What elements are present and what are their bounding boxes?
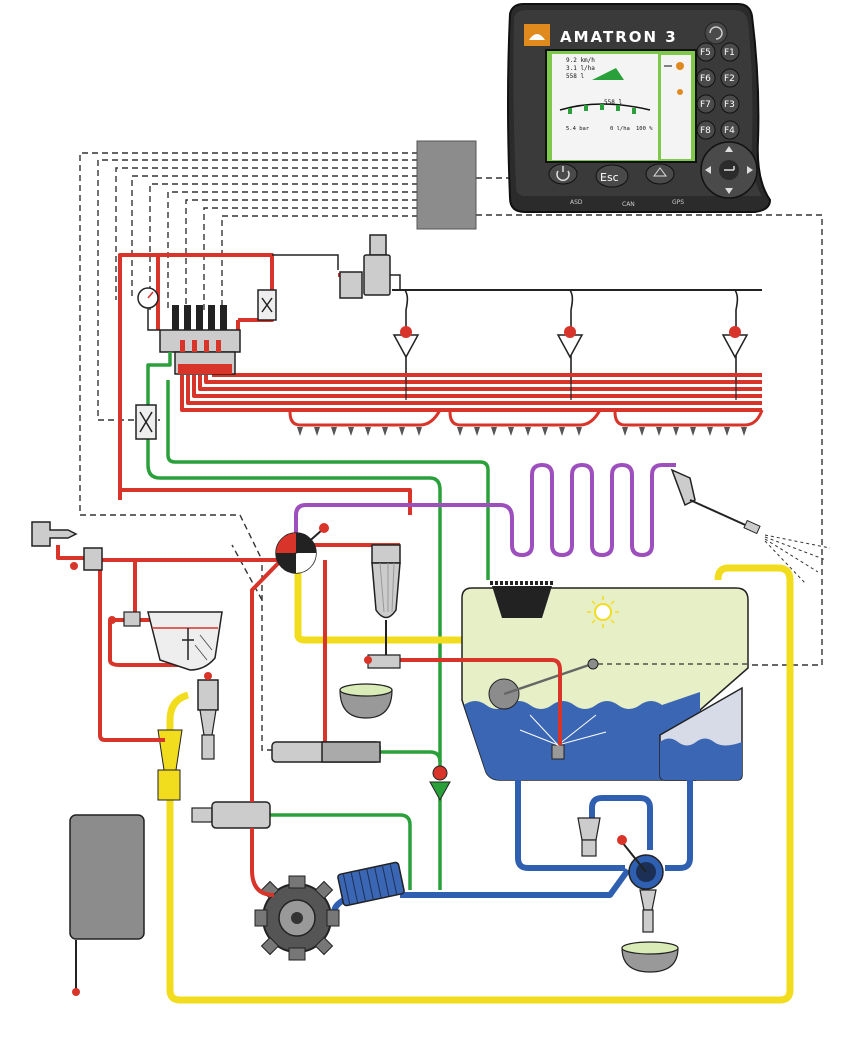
label-can: CAN xyxy=(622,201,635,208)
pressure-accumulator xyxy=(271,741,381,763)
boom-section-valve xyxy=(721,326,749,359)
agitator-icon xyxy=(519,714,607,760)
amazone-logo-icon xyxy=(524,24,550,46)
induction-hopper xyxy=(108,611,223,671)
nozzle-row xyxy=(297,427,747,436)
filler-coupling xyxy=(31,521,103,571)
pressure-lines-upper xyxy=(118,253,762,515)
nozzle-icon xyxy=(331,427,337,436)
collecting-bowl xyxy=(621,941,679,973)
home-icon[interactable] xyxy=(704,21,728,45)
amatron-terminal: AMATRON 3 9.2 km/h 3.1 l/ha 558 l 558 l … xyxy=(507,3,772,213)
nozzle-icon xyxy=(707,427,713,436)
hand-wash-line xyxy=(294,463,676,557)
nozzle-icon xyxy=(491,427,497,436)
nozzle-icon xyxy=(622,427,628,436)
return-lines xyxy=(146,352,490,890)
return-flow-meter xyxy=(135,404,157,440)
nozzle-icon xyxy=(382,427,388,436)
signal-cables xyxy=(79,152,823,751)
nozzle-icon xyxy=(724,427,730,436)
screen-tank-value: 558 l xyxy=(604,99,622,106)
nozzle-icon xyxy=(741,427,747,436)
lamp-icon xyxy=(587,596,619,628)
nozzle-icon xyxy=(416,427,422,436)
nozzle-icon xyxy=(348,427,354,436)
pump xyxy=(254,875,340,961)
suction-valve xyxy=(617,835,664,890)
section-valve-block xyxy=(159,305,241,375)
nozzle-icon xyxy=(297,427,303,436)
svg-text:F3: F3 xyxy=(724,100,735,110)
readout-rate: 3.1 l/ha xyxy=(566,65,595,72)
terminal-screen: 9.2 km/h 3.1 l/ha 558 l 558 l 5.4 bar 0 … xyxy=(545,49,697,163)
nozzle-icon xyxy=(508,427,514,436)
readout-speed: 9.2 km/h xyxy=(566,57,595,64)
manometer-icon xyxy=(137,287,160,331)
drain-valve xyxy=(577,817,657,933)
pressure-control-valve xyxy=(272,234,401,299)
function-key[interactable]: F4 xyxy=(720,120,740,140)
screen-bottom-rate: 0 l/ha xyxy=(610,126,630,132)
return-valve xyxy=(191,790,271,840)
shift-button[interactable] xyxy=(645,163,675,185)
nozzle-icon xyxy=(576,427,582,436)
nozzle-icon xyxy=(559,427,565,436)
boom-drops xyxy=(288,409,764,427)
svg-text:F6: F6 xyxy=(700,74,711,84)
spray-gun-icon xyxy=(670,468,831,585)
function-keys: F5 F1 F6 F2 F7 F3 F8 F4 xyxy=(696,42,740,140)
nozzle-icon xyxy=(656,427,662,436)
label-gps: GPS xyxy=(672,199,684,206)
boom xyxy=(392,289,762,380)
filter-bowl xyxy=(339,683,393,719)
pressure-filter xyxy=(364,544,401,669)
svg-text:F4: F4 xyxy=(724,126,735,136)
nozzle-icon xyxy=(542,427,548,436)
suction-lines xyxy=(331,780,693,920)
function-key[interactable]: F1 xyxy=(720,42,740,62)
esc-button[interactable]: Esc xyxy=(595,164,629,188)
function-key[interactable]: F7 xyxy=(696,94,716,114)
svg-text:F2: F2 xyxy=(724,74,735,84)
nozzle-icon xyxy=(365,427,371,436)
nozzle-icon xyxy=(639,427,645,436)
function-key[interactable]: F8 xyxy=(696,120,716,140)
power-icon[interactable] xyxy=(548,163,578,185)
nozzle-icon xyxy=(474,427,480,436)
nozzle-icon xyxy=(525,427,531,436)
nozzle-icon xyxy=(457,427,463,436)
check-valve xyxy=(429,765,451,802)
function-key[interactable]: F3 xyxy=(720,94,740,114)
svg-text:F1: F1 xyxy=(724,48,735,58)
clean-water-tank xyxy=(69,814,145,996)
boom-section-valve xyxy=(556,326,584,359)
flow-meter xyxy=(257,289,277,321)
label-asd: ASD xyxy=(570,199,583,206)
arrow-pad-icon[interactable] xyxy=(700,141,758,199)
selector-valve xyxy=(275,523,329,574)
screen-bottom-percent: 100 % xyxy=(636,126,653,132)
fresh-water-tank xyxy=(659,686,743,781)
function-key[interactable]: F6 xyxy=(696,68,716,88)
svg-text:F5: F5 xyxy=(700,48,711,58)
injector xyxy=(197,672,219,760)
readout-tank: 558 l xyxy=(566,73,584,80)
svg-text:F7: F7 xyxy=(700,100,711,110)
screen-bottom-pressure: 5.4 bar xyxy=(566,126,590,132)
job-computer-box xyxy=(416,140,477,230)
suction-filter xyxy=(337,861,405,907)
terminal-brand: AMATRON 3 xyxy=(560,28,678,46)
nozzle-icon xyxy=(399,427,405,436)
nozzle-icon xyxy=(690,427,696,436)
svg-text:F8: F8 xyxy=(700,126,711,136)
nozzle-icon xyxy=(314,427,320,436)
function-key[interactable]: F2 xyxy=(720,68,740,88)
nozzle-icon xyxy=(673,427,679,436)
boom-section-valve xyxy=(392,326,420,359)
svg-text:Esc: Esc xyxy=(600,171,619,184)
function-key[interactable]: F5 xyxy=(696,42,716,62)
